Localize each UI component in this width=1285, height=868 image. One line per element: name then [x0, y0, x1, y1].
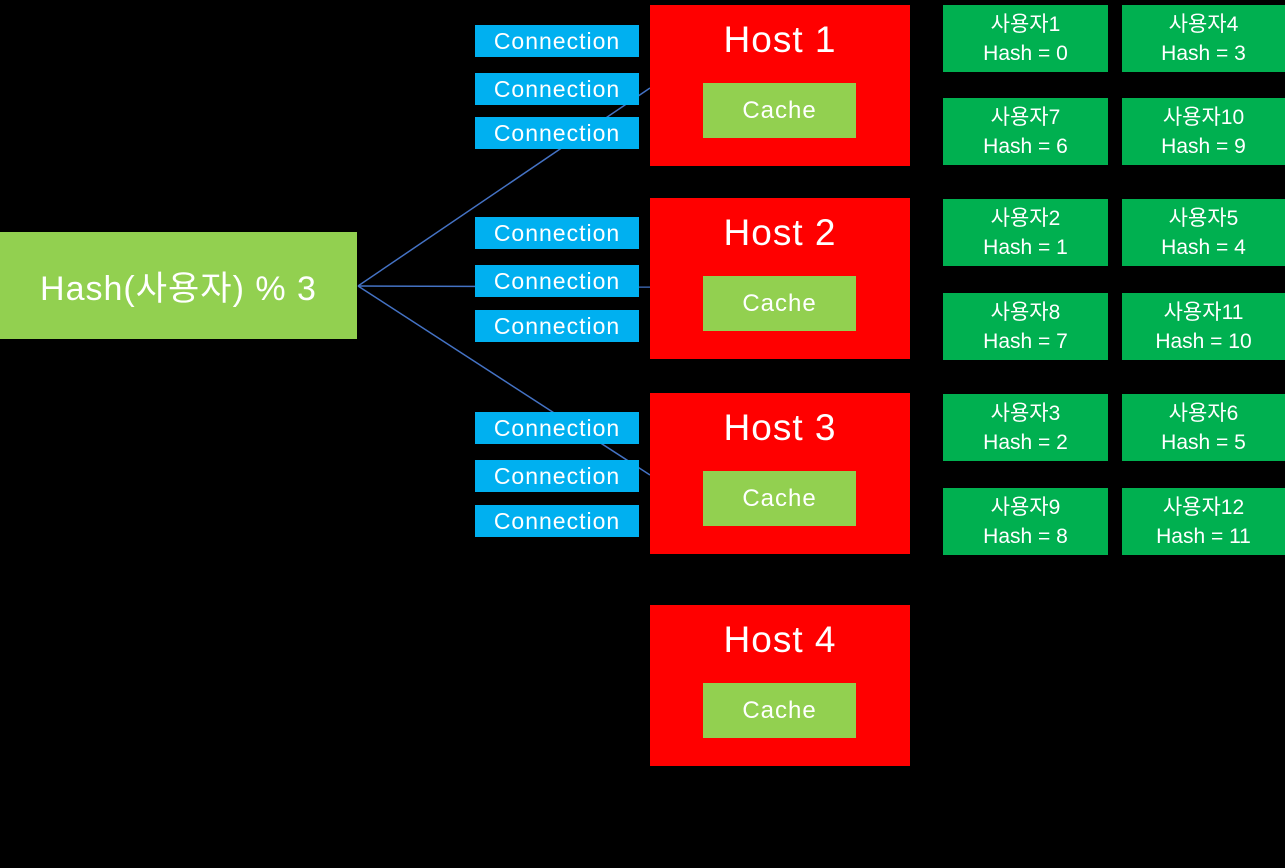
user-box-11: 사용자11 Hash = 10 [1122, 293, 1285, 360]
connection-box-host1-1: Connection [475, 25, 639, 57]
user-name: 사용자11 [1163, 300, 1244, 324]
user-hash: Hash = 0 [983, 41, 1068, 65]
user-box-12: 사용자12 Hash = 11 [1122, 488, 1285, 555]
user-name: 사용자12 [1162, 495, 1245, 519]
host-4-title: Host 4 [723, 619, 837, 660]
hash-function-label: Hash(사용자) % 3 [40, 270, 317, 308]
user-name: 사용자2 [990, 206, 1061, 230]
host-2-box: Host 2 Cache [650, 198, 910, 359]
user-hash: Hash = 5 [1161, 430, 1246, 454]
user-box-5: 사용자5 Hash = 4 [1122, 199, 1285, 266]
connection-box-host2-2: Connection [475, 265, 639, 297]
user-hash: Hash = 11 [1156, 524, 1251, 548]
host-3-title: Host 3 [723, 407, 837, 448]
user-hash: Hash = 3 [1161, 41, 1246, 65]
user-name: 사용자8 [990, 300, 1061, 324]
user-name: 사용자3 [990, 401, 1061, 425]
host-2-cache-box: Cache [703, 276, 856, 331]
host-1-cache-box: Cache [703, 83, 856, 138]
connection-box-host3-2: Connection [475, 460, 639, 492]
user-box-2: 사용자2 Hash = 1 [943, 199, 1108, 266]
user-name: 사용자10 [1162, 105, 1245, 129]
user-hash: Hash = 2 [983, 430, 1068, 454]
user-hash: Hash = 8 [983, 524, 1068, 548]
host-1-title: Host 1 [723, 19, 837, 60]
user-box-4: 사용자4 Hash = 3 [1122, 5, 1285, 72]
host-3-box: Host 3 Cache [650, 393, 910, 554]
hash-function-box: Hash(사용자) % 3 [0, 232, 357, 339]
host-3-cache-box: Cache [703, 471, 856, 526]
user-name: 사용자5 [1168, 206, 1239, 230]
host-2-title: Host 2 [723, 212, 837, 253]
user-hash: Hash = 1 [983, 235, 1068, 259]
connection-box-host1-3: Connection [475, 117, 639, 149]
user-box-1: 사용자1 Hash = 0 [943, 5, 1108, 72]
user-name: 사용자7 [990, 105, 1061, 129]
user-name: 사용자6 [1168, 401, 1239, 425]
connection-box-host2-3: Connection [475, 310, 639, 342]
user-name: 사용자1 [990, 12, 1061, 36]
host-1-box: Host 1 Cache [650, 5, 910, 166]
user-hash: Hash = 9 [1161, 134, 1246, 158]
user-hash: Hash = 6 [983, 134, 1068, 158]
host-4-box: Host 4 Cache [650, 605, 910, 766]
connection-box-host1-2: Connection [475, 73, 639, 105]
user-box-8: 사용자8 Hash = 7 [943, 293, 1108, 360]
connection-box-host3-1: Connection [475, 412, 639, 444]
user-hash: Hash = 10 [1155, 329, 1252, 353]
user-box-10: 사용자10 Hash = 9 [1122, 98, 1285, 165]
host-4-cache-box: Cache [703, 683, 856, 738]
user-box-7: 사용자7 Hash = 6 [943, 98, 1108, 165]
user-name: 사용자4 [1168, 12, 1239, 36]
user-hash: Hash = 4 [1161, 235, 1246, 259]
connection-box-host3-3: Connection [475, 505, 639, 537]
user-box-6: 사용자6 Hash = 5 [1122, 394, 1285, 461]
user-box-9: 사용자9 Hash = 8 [943, 488, 1108, 555]
connection-box-host2-1: Connection [475, 217, 639, 249]
user-name: 사용자9 [990, 495, 1061, 519]
user-box-3: 사용자3 Hash = 2 [943, 394, 1108, 461]
user-hash: Hash = 7 [983, 329, 1068, 353]
